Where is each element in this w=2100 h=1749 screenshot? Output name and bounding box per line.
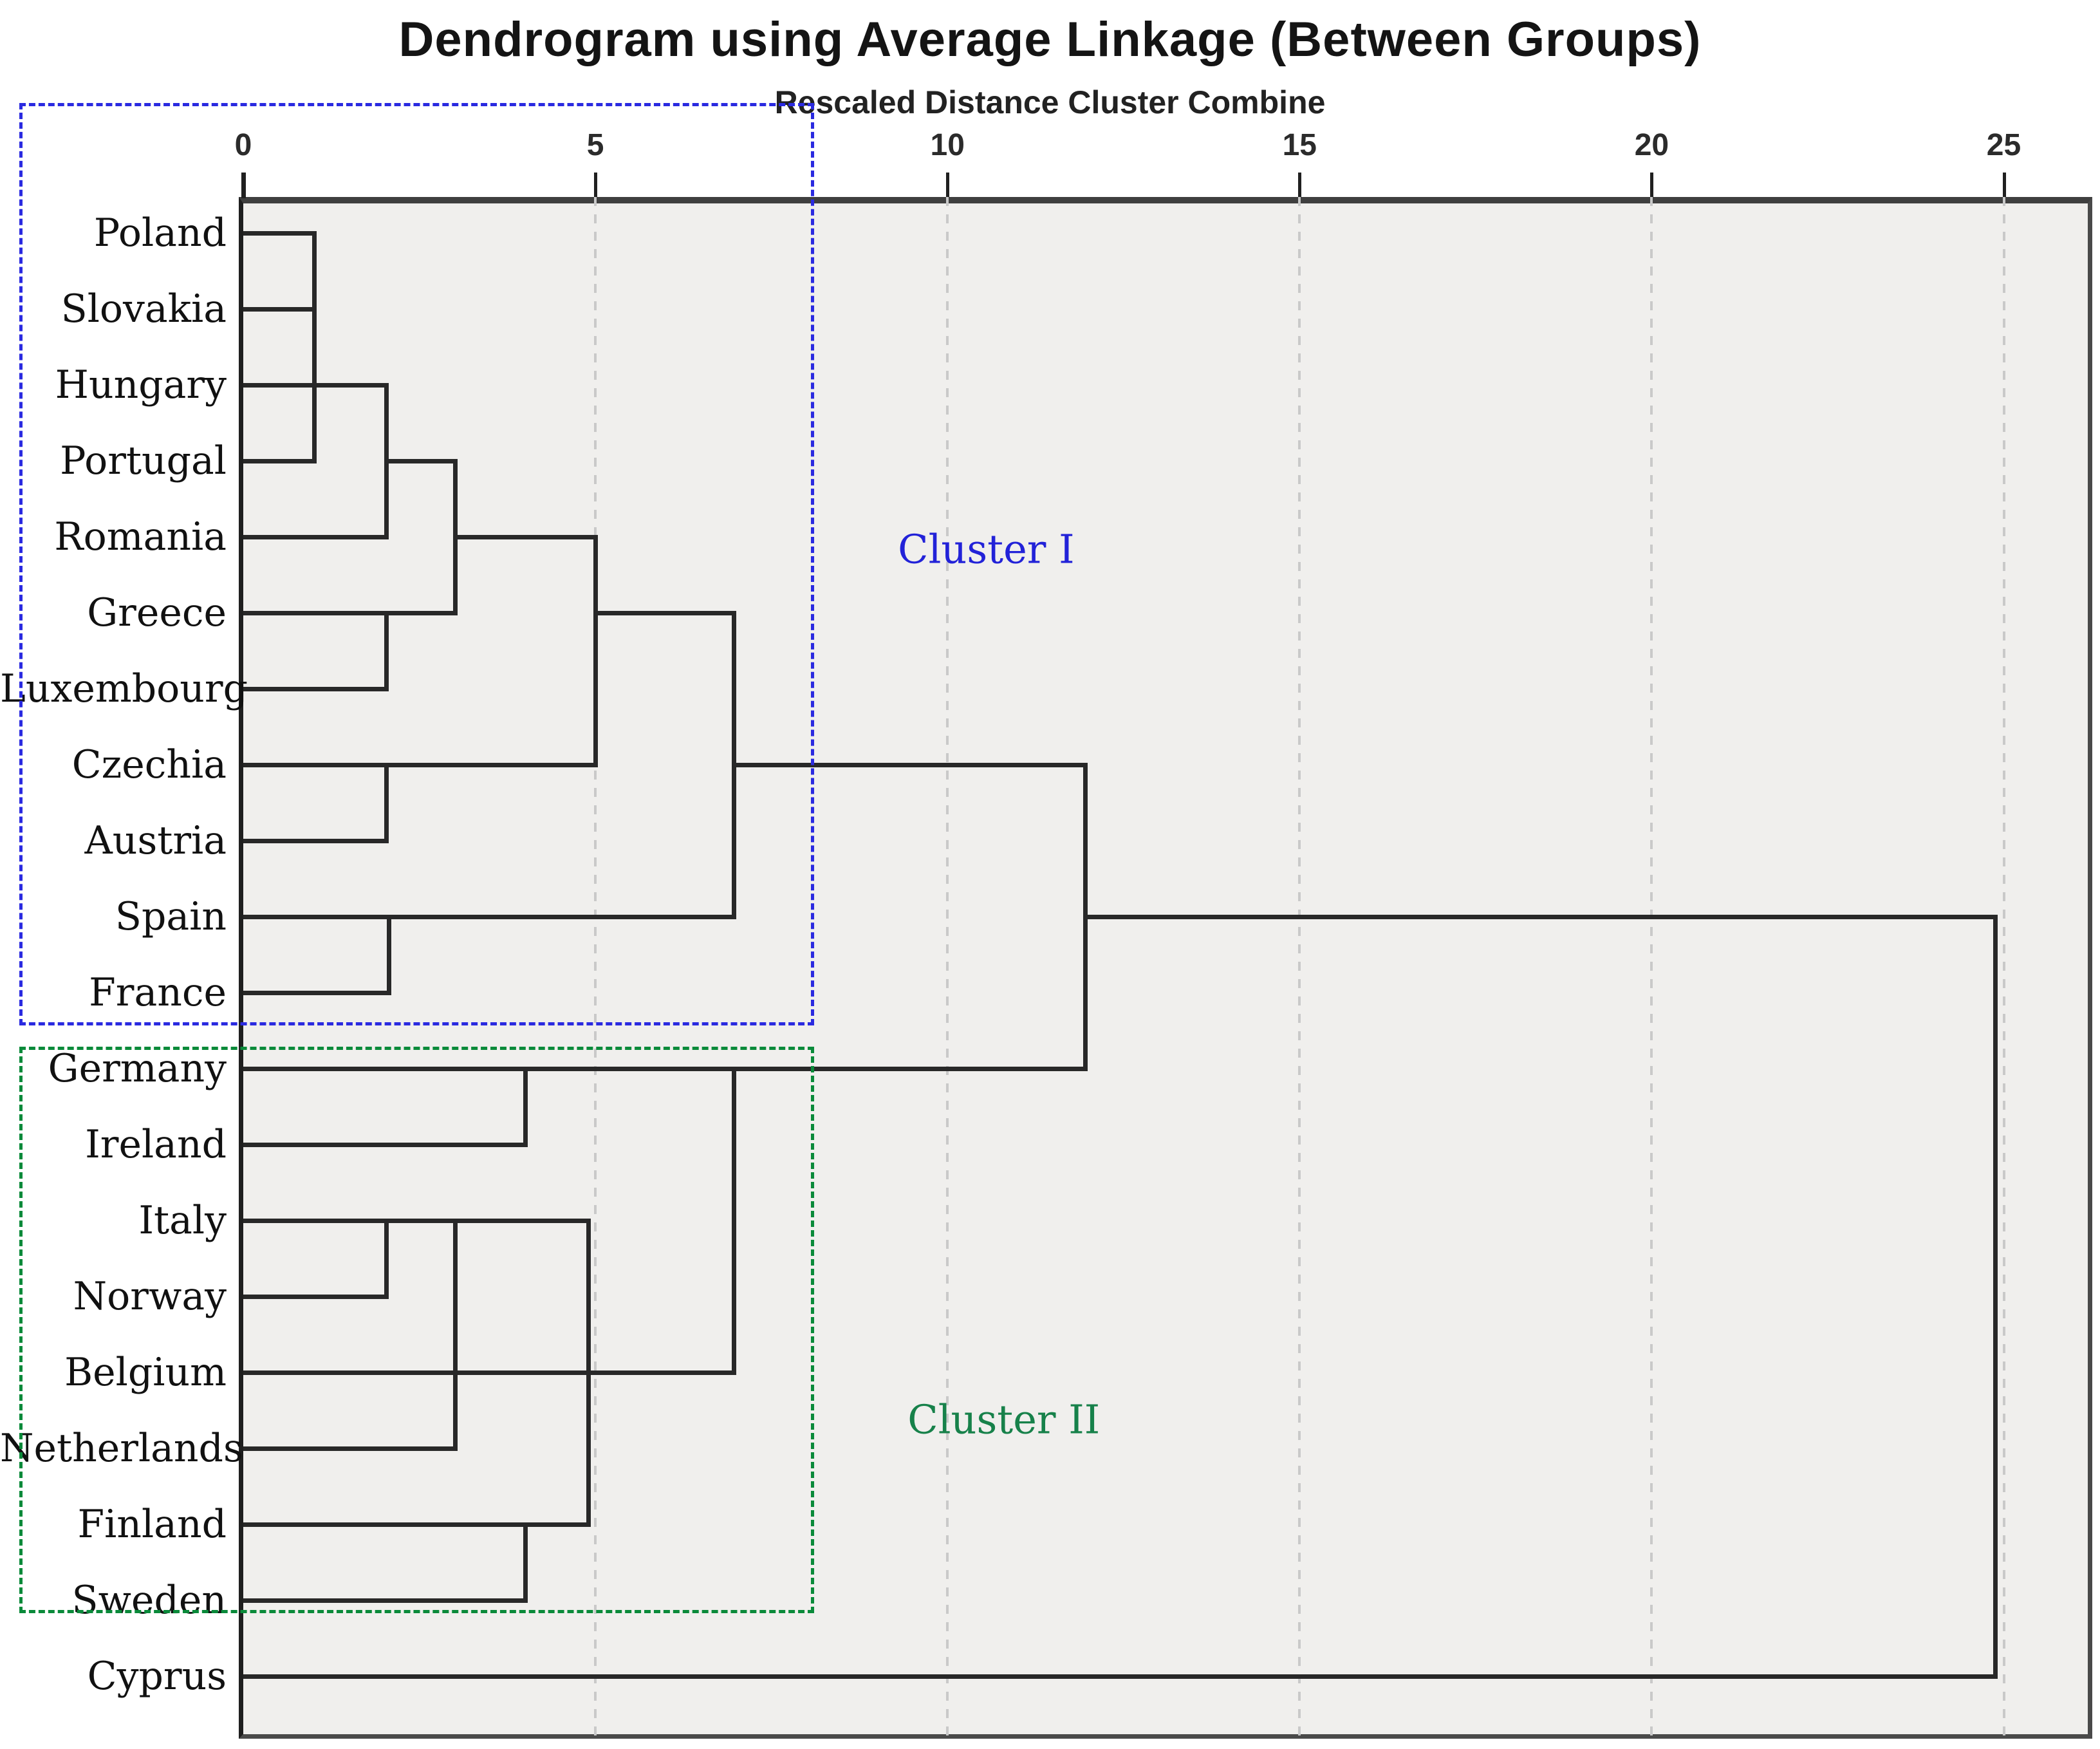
plot-area [239, 197, 2092, 1739]
dendrogram-h-segment [243, 611, 458, 615]
dendrogram-h-segment [453, 535, 598, 539]
row-label-norway: Norway [73, 1274, 227, 1319]
dendrogram-h-segment [243, 1219, 591, 1223]
dendrogram-v-segment [453, 1219, 458, 1451]
dendrogram-h-segment [243, 1295, 389, 1299]
tick-mark-20 [1650, 173, 1654, 197]
row-label-germany: Germany [48, 1046, 227, 1091]
tick-mark-10 [946, 173, 950, 197]
tick-label-20: 20 [1634, 128, 1669, 162]
tick-mark-25 [2002, 173, 2006, 197]
dendrogram-v-segment [384, 1219, 389, 1299]
dendrogram-v-segment [387, 915, 392, 995]
tick-label-25: 25 [1986, 128, 2021, 162]
dendrogram-v-segment [312, 231, 317, 463]
dendrogram-h-segment [243, 763, 598, 767]
tick-label-15: 15 [1282, 128, 1317, 162]
dendrogram-v-segment [1083, 763, 1088, 1071]
dendrogram-h-segment [243, 459, 317, 463]
gridline-15 [1298, 197, 1301, 1739]
tick-label-0: 0 [234, 128, 252, 162]
dendrogram-v-segment [384, 611, 389, 691]
row-label-belgium: Belgium [64, 1350, 227, 1395]
row-label-luxembourg: Luxembourg [0, 666, 248, 711]
tick-mark-15 [1298, 173, 1302, 197]
tick-label-10: 10 [930, 128, 965, 162]
dendrogram-h-segment [243, 307, 317, 312]
row-label-cyprus: Cyprus [87, 1654, 227, 1699]
dendrogram-h-segment [1083, 915, 1998, 919]
chart-subtitle: Rescaled Distance Cluster Combine [774, 84, 1326, 120]
dendrogram-v-segment [732, 1067, 737, 1375]
row-label-italy: Italy [138, 1198, 227, 1243]
dendrogram-h-segment [243, 1067, 1088, 1071]
cluster-1-box [19, 103, 815, 1025]
dendrogram-h-segment [243, 839, 389, 843]
row-label-greece: Greece [87, 590, 227, 635]
chart-title: Dendrogram using Average Linkage (Betwee… [398, 12, 1702, 67]
gridline-20 [1650, 197, 1653, 1739]
dendrogram-h-segment [243, 1446, 458, 1451]
dendrogram-v-segment [523, 1067, 528, 1147]
cluster-2-label: Cluster II [907, 1396, 1101, 1443]
row-label-hungary: Hungary [55, 362, 227, 407]
row-label-slovakia: Slovakia [60, 286, 227, 332]
dendrogram-v-segment [523, 1522, 528, 1603]
row-label-romania: Romania [54, 514, 227, 559]
dendrogram-v-segment [384, 383, 389, 539]
dendrogram-h-segment [384, 459, 458, 463]
row-label-portugal: Portugal [60, 438, 227, 483]
dendrogram-v-segment [593, 535, 598, 767]
dendrogram-h-segment [243, 1598, 528, 1603]
dendrogram-h-segment [732, 763, 1088, 767]
dendrogram-v-segment [586, 1219, 591, 1527]
axis-stub [241, 173, 246, 198]
dendrogram-h-segment [243, 1143, 528, 1147]
row-label-czechia: Czechia [71, 742, 227, 787]
row-label-netherlands: Netherlands [0, 1426, 243, 1471]
gridline-25 [2002, 197, 2005, 1739]
dendrogram-v-segment [732, 611, 737, 919]
dendrogram-h-segment [243, 535, 389, 539]
dendrogram-h-segment [243, 915, 737, 919]
dendrogram-h-segment [243, 1522, 591, 1527]
dendrogram-h-segment [243, 991, 392, 995]
row-label-finland: Finland [77, 1502, 227, 1547]
cluster-1-label: Cluster I [898, 525, 1075, 573]
dendrogram-h-segment [243, 1370, 737, 1375]
row-label-poland: Poland [93, 210, 227, 256]
row-label-ireland: Ireland [85, 1122, 227, 1167]
row-label-spain: Spain [115, 894, 227, 939]
dendrogram-v-segment [384, 763, 389, 843]
gridline-5 [594, 197, 597, 1739]
dendrogram-h-segment [593, 611, 737, 615]
dendrogram-v-segment [453, 459, 458, 615]
tick-label-5: 5 [586, 128, 604, 162]
cluster-2-box [19, 1046, 815, 1614]
row-label-france: France [89, 970, 227, 1015]
dendrogram-v-segment [1993, 915, 1998, 1679]
dendrogram-h-segment [243, 231, 317, 236]
row-label-sweden: Sweden [71, 1578, 227, 1623]
tick-mark-5 [594, 173, 598, 197]
dendrogram-h-segment [243, 687, 389, 691]
gridline-10 [946, 197, 949, 1739]
row-label-austria: Austria [84, 818, 227, 863]
dendrogram-h-segment [243, 1674, 1998, 1679]
